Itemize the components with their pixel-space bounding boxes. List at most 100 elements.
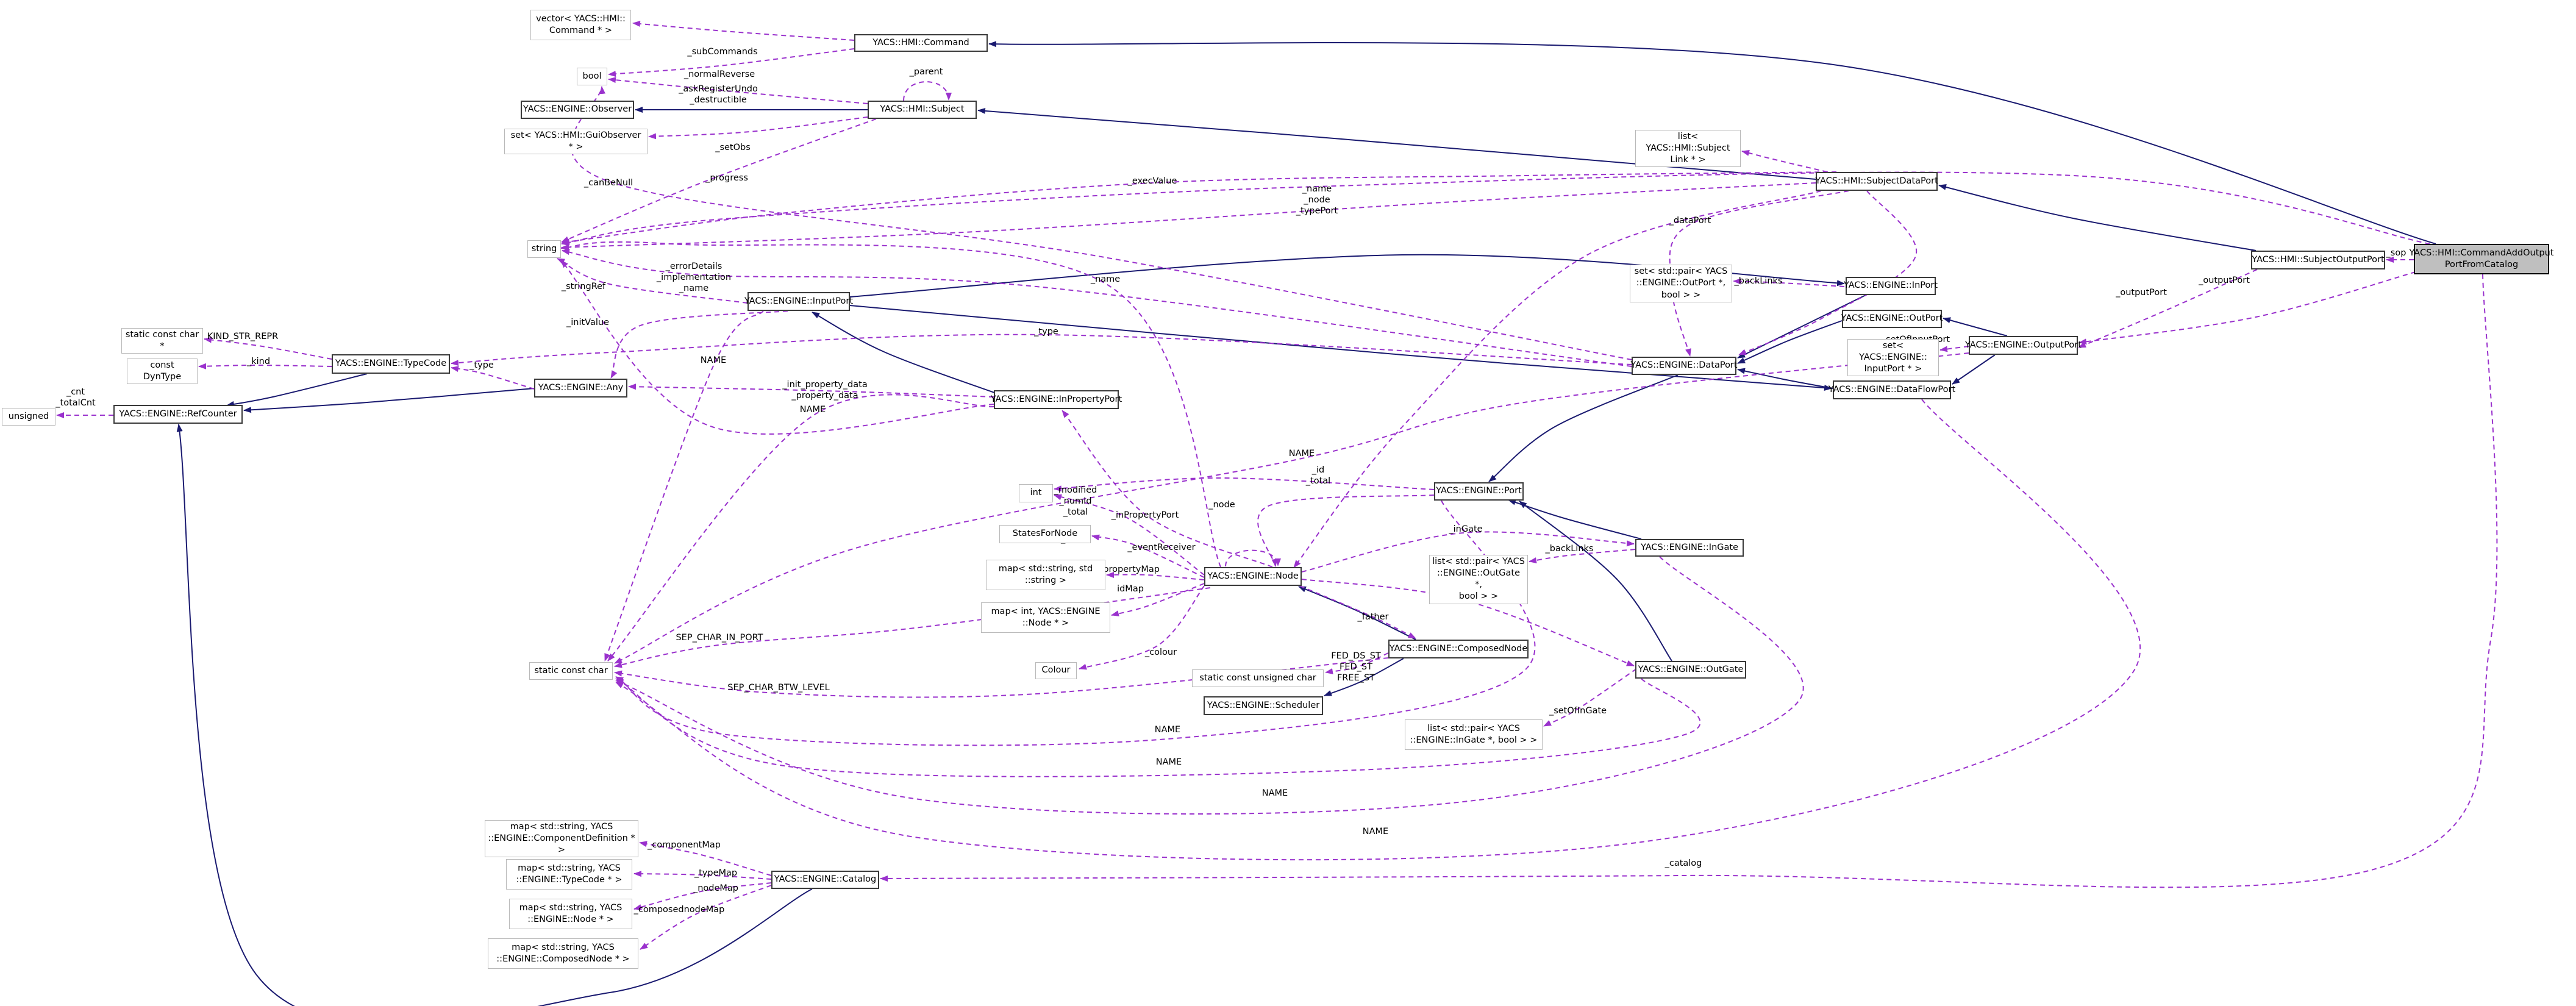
usage-edge-inpropertyport-to-string: [560, 260, 994, 435]
inheritance-edge-catalog-to-refcounter: [176, 424, 813, 1006]
class-box-subjectdataport[interactable]: YACS::HMI::SubjectDataPort: [1815, 172, 1938, 191]
class-box-int: int: [1019, 484, 1053, 502]
inheritance-edge-dataport-to-port: [1488, 374, 1679, 482]
class-box-refcounter[interactable]: YACS::ENGINE::RefCounter: [113, 405, 243, 424]
class-box-node[interactable]: YACS::ENGINE::Node: [1204, 567, 1302, 586]
class-box-static-const-uchar: static const unsigned char: [1192, 669, 1324, 687]
edge-label: _init_property_data _property_data: [782, 379, 868, 401]
usage-edge-dataport-to-string: [562, 249, 1632, 367]
class-box-unsigned: unsigned: [2, 408, 55, 426]
class-box-subjectoutputport[interactable]: YACS::HMI::SubjectOutputPort: [2251, 251, 2385, 269]
edge-label: KIND_STR_REPR: [207, 331, 279, 341]
class-box-composednode[interactable]: YACS::ENGINE::ComposedNode: [1388, 640, 1529, 658]
class-box-list-subjectlink: list< YACS::HMI::Subject Link * >: [1635, 130, 1741, 168]
usage-edge-any-to-typecode: [451, 366, 535, 390]
class-box-dataflowport[interactable]: YACS::ENGINE::DataFlowPort: [1829, 380, 1955, 399]
edge-label: NAME: [1288, 448, 1315, 458]
class-box-map-string-string: map< std::string, std ::string >: [986, 560, 1105, 590]
usage-edge-inputport-to-any: [610, 310, 788, 379]
edge-label: _outputPort: [2199, 275, 2250, 285]
usage-edge-subjectdataport-to-list-subjectlink: [1741, 150, 1828, 173]
edge-label: _setOfInGate: [1549, 705, 1607, 716]
edge-label: NAME: [1362, 826, 1389, 837]
usage-edge-outputport-to-static-const-char: [614, 352, 1969, 664]
edge-label: _composednodeMap: [633, 904, 725, 915]
class-box-dataport[interactable]: YACS::ENGINE::DataPort: [1630, 357, 1738, 375]
class-box-typecode[interactable]: YACS::ENGINE::TypeCode: [332, 354, 450, 374]
edge-label: _modified _numId _total: [1054, 485, 1097, 518]
edge-label: _initValue: [566, 317, 610, 327]
usage-edge-typecode-to-static-const-char-star: [204, 337, 332, 360]
edge-label: _type: [469, 360, 494, 370]
usage-edge-subjectdataport-to-string: [561, 182, 1816, 251]
edge-label: _sop: [2386, 248, 2407, 258]
class-box-outport[interactable]: YACS::ENGINE::OutPort: [1841, 310, 1943, 328]
inheritance-edge-outport-to-dataport: [1737, 320, 1843, 364]
edge-label: _normalReverse: [683, 69, 755, 79]
class-box-inport[interactable]: YACS::ENGINE::InPort: [1844, 277, 1938, 295]
class-box-inputport[interactable]: YACS::ENGINE::InputPort: [744, 292, 853, 311]
class-box-map-int-node: map< int, YACS::ENGINE ::Node * >: [981, 602, 1110, 633]
usage-edge-node-to-composednode: [1299, 585, 1416, 639]
class-box-outputport[interactable]: YACS::ENGINE::OutputPort: [1965, 336, 2082, 355]
class-box-subject[interactable]: YACS::HMI::Subject: [868, 101, 977, 119]
class-box-scheduler[interactable]: YACS::ENGINE::Scheduler: [1204, 696, 1323, 715]
class-box-set-inputport: set< YACS::ENGINE:: InputPort * >: [1847, 339, 1939, 377]
class-box-command[interactable]: YACS::HMI::Command: [854, 34, 988, 52]
usage-edge-subject-to-subject: [903, 81, 952, 101]
edge-label: _inPropertyPort: [1111, 510, 1179, 520]
inheritance-edge-subjectoutputport-to-subjectdataport: [1938, 184, 2257, 251]
class-box-vector-command: vector< YACS::HMI:: Command * >: [530, 10, 631, 40]
edge-label: _parent: [909, 66, 943, 77]
usage-edge-subject-to-set-guiobserver: [648, 116, 868, 140]
edge-label: _askRegisterUndo _destructible: [679, 84, 758, 105]
usage-edge-outputport-to-set-inputport: [1939, 346, 1969, 352]
class-box-bool: bool: [577, 68, 607, 85]
edge-label: idMap: [1117, 583, 1144, 594]
class-box-set-pair-outport: set< std::pair< YACS ::ENGINE::OutPort *…: [1630, 265, 1732, 302]
edge-label: _eventReceiver: [1127, 542, 1196, 552]
class-box-string: string: [527, 240, 561, 258]
class-box-ingate[interactable]: YACS::ENGINE::InGate: [1635, 539, 1744, 557]
edge-label: _componentMap: [648, 840, 721, 850]
usage-edge-command-to-vector-command: [632, 21, 855, 41]
usage-edge-mainbox-to-outputport: [2078, 271, 2416, 345]
edge-label: NAME: [700, 355, 727, 365]
edge-label: _typeMap: [694, 868, 738, 878]
usage-edge-node-to-map-string-string: [1106, 571, 1205, 580]
edge-label: _name: [1090, 274, 1121, 284]
class-box-observer[interactable]: YACS::ENGINE::Observer: [521, 101, 634, 119]
class-box-outgate[interactable]: YACS::ENGINE::OutGate: [1635, 661, 1746, 679]
class-box-mainbox[interactable]: YACS::HMI::CommandAddOutput PortFromCata…: [2410, 244, 2553, 274]
edge-label: _backLinks: [1545, 543, 1594, 554]
class-box-const-dyntype: const DynType: [127, 359, 198, 385]
inheritance-edge-outputport-to-outport: [1943, 317, 2008, 337]
class-box-map-composednode: map< std::string, YACS ::ENGINE::Compose…: [488, 938, 638, 969]
usage-edge-node-to-ingate: [1301, 531, 1635, 573]
edge-label: _progress: [705, 173, 748, 183]
class-box-list-pair-ingate: list< std::pair< YACS ::ENGINE::InGate *…: [1405, 719, 1543, 750]
class-box-catalog[interactable]: YACS::ENGINE::Catalog: [771, 871, 879, 889]
usage-edge-subjectdataport-to-node: [1293, 190, 1822, 568]
class-box-any[interactable]: YACS::ENGINE::Any: [534, 379, 627, 398]
usage-edge-port-to-int: [1054, 477, 1435, 492]
class-box-inpropertyport[interactable]: YACS::ENGINE::InPropertyPort: [991, 390, 1122, 409]
inheritance-edge-outgate-to-port: [1519, 501, 1672, 662]
edge-label: _colour: [1144, 647, 1177, 657]
usage-edge-node-to-inpropertyport: [1061, 410, 1273, 568]
edge-label: _errorDetails _implementation _name: [656, 261, 732, 294]
edge-label: _type: [1034, 326, 1058, 337]
class-box-port[interactable]: YACS::ENGINE::Port: [1434, 482, 1524, 501]
inheritance-edge-outputport-to-dataflowport: [1952, 354, 1996, 385]
edge-label: _inGate: [1449, 524, 1483, 534]
usage-edge-inputport-to-string: [557, 258, 748, 304]
usage-edge-dataport-to-bool: [570, 86, 1632, 360]
inheritance-edge-composednode-to-scheduler: [1324, 658, 1404, 696]
usage-edge-outgate-to-static-const-char: [615, 678, 1701, 777]
class-box-colour: Colour: [1035, 662, 1077, 679]
edge-label: FED_DS_ST FED_ST FREE_ST: [1331, 651, 1381, 683]
inheritance-edge-any-to-refcounter: [243, 388, 535, 413]
usage-edge-ingate-to-list-pair-outgate: [1529, 549, 1636, 564]
edge-label: _kind: [246, 356, 271, 366]
